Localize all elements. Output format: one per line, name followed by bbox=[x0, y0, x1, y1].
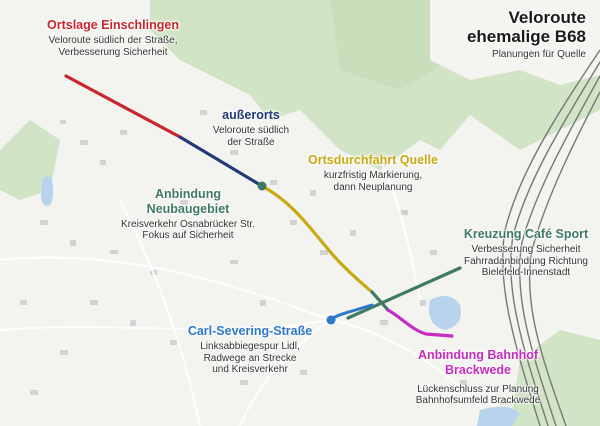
label-ausserorts: außerorts Veloroute südlich der Straße bbox=[212, 108, 290, 148]
title-line-2: ehemalige B68 bbox=[466, 27, 586, 47]
label-ortsdurchfahrt-quelle: Ortsdurchfahrt Quelle kurzfristig Markie… bbox=[308, 153, 438, 193]
label-anbindung-bahnhof: Anbindung Bahnhof Brackwede Lückenschlus… bbox=[415, 348, 541, 407]
route-green-main bbox=[370, 290, 390, 312]
route-yellow bbox=[260, 184, 374, 294]
route-green-east bbox=[346, 266, 462, 320]
route-magenta bbox=[386, 308, 454, 338]
title-line-1: Veloroute bbox=[508, 8, 586, 27]
label-kreuzung-cafe-sport: Kreuzung Café Sport Verbesserung Sicherh… bbox=[463, 227, 589, 279]
node-neubaugebiet bbox=[257, 181, 267, 191]
label-ortslage-einschlingen: Ortslage Einschlingen Veloroute südlich … bbox=[47, 18, 179, 58]
route-segments bbox=[64, 74, 462, 338]
streets bbox=[0, 159, 501, 426]
map-title: Veloroute ehemalige B68 Planungen für Qu… bbox=[467, 8, 586, 60]
node-carl-severing bbox=[326, 315, 336, 325]
map-subtitle: Planungen für Quelle bbox=[492, 49, 586, 61]
route-navy bbox=[178, 135, 264, 188]
label-anbindung-neubaugebiet: Anbindung Neubaugebiet Kreisverkehr Osna… bbox=[121, 187, 255, 242]
label-carl-severing-strasse: Carl-Severing-Straße Linksabbiegespur Li… bbox=[187, 324, 313, 376]
water-bodies bbox=[41, 176, 520, 426]
railway bbox=[502, 49, 600, 426]
route-red bbox=[64, 74, 182, 139]
